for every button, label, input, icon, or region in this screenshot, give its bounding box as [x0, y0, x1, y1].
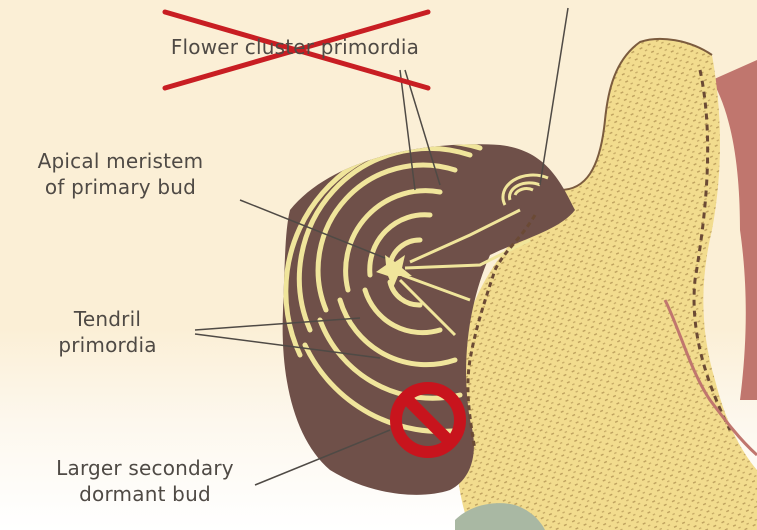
apical-meristem-label: Apical meristem of primary bud — [8, 148, 233, 200]
tendril-primordia-label: Tendril primordia — [20, 306, 195, 358]
secondary-bud-label: Larger secondary dormant bud — [30, 455, 260, 507]
flower-cluster-label: Flower cluster primordia — [145, 34, 445, 60]
